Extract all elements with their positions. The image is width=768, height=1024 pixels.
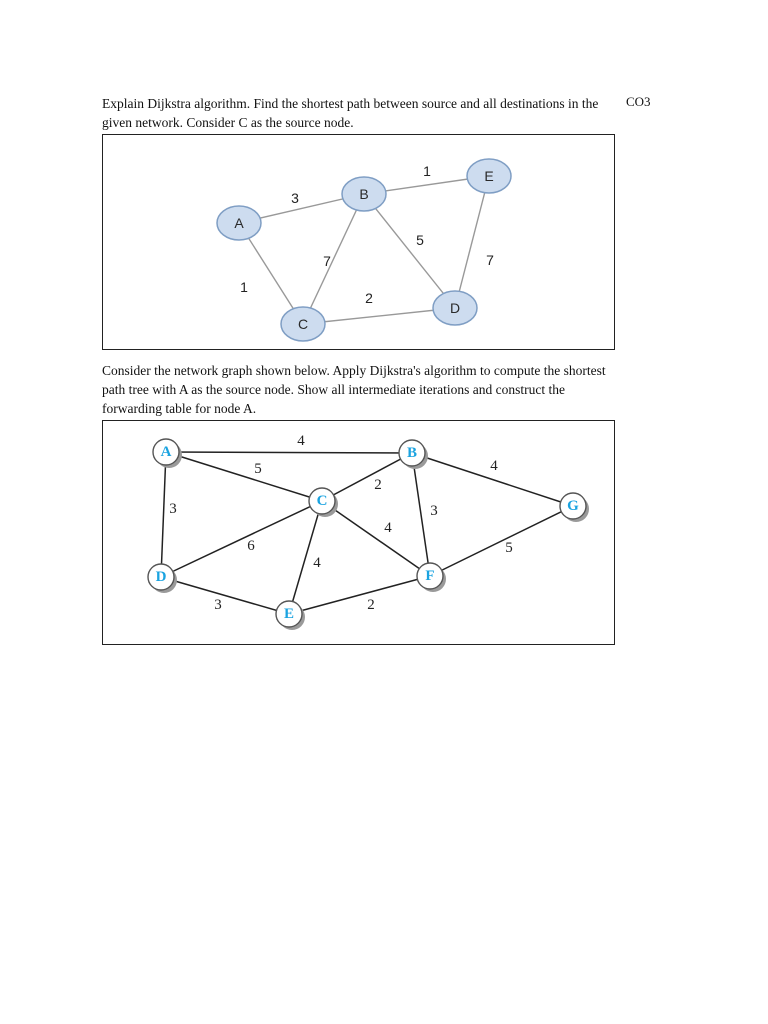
node-d: D [432, 290, 478, 326]
node-d: D [147, 563, 177, 593]
node-e: E [466, 158, 512, 194]
network-graph-1: 3 1 7 1 5 2 7 A B C D E [102, 134, 615, 350]
edge-c-d [160, 500, 323, 578]
edge-weight-b-c: 7 [323, 253, 331, 269]
edge-b-c [321, 452, 413, 502]
network-graph-2-svg: 4 5 3 2 3 4 6 4 4 3 2 5 A B C D E F G [147, 433, 589, 630]
question-2-text: Consider the network graph shown below. … [102, 363, 606, 416]
edge-e-d [454, 175, 490, 309]
edge-a-c [165, 451, 323, 502]
edge-weight-b-e: 1 [423, 163, 431, 179]
edge-b-c [302, 193, 365, 325]
node-g: G [559, 492, 589, 522]
edge-weight-c-d: 6 [247, 538, 255, 554]
edge-d-e [160, 576, 290, 615]
question-1-text: Explain Dijkstra algorithm. Find the sho… [102, 96, 599, 130]
edge-weight-b-g: 4 [490, 458, 498, 474]
node-a: A [152, 438, 182, 468]
edge-a-c [238, 222, 304, 325]
edge-weight-c-d: 2 [365, 290, 373, 306]
edge-weight-e-d: 7 [486, 252, 494, 268]
node-label-b: B [359, 186, 368, 202]
node-b: B [398, 439, 428, 469]
node-label-d: D [156, 569, 167, 585]
edge-weight-b-d: 5 [416, 232, 424, 248]
edge-c-e [288, 500, 323, 615]
node-b: B [341, 176, 387, 212]
node-c: C [308, 487, 338, 517]
edge-weight-b-f: 3 [430, 503, 438, 519]
edge-b-g [411, 452, 574, 507]
edge-a-b [165, 451, 413, 454]
node-label-a: A [234, 215, 244, 231]
edge-weight-f-g: 5 [505, 540, 513, 556]
edge-c-f [321, 500, 431, 577]
edge-weight-c-f: 4 [384, 520, 392, 536]
node-label-b: B [407, 445, 417, 461]
edge-weight-e-f: 2 [367, 597, 375, 613]
node-c: C [280, 306, 326, 342]
node-label-g: G [567, 498, 579, 514]
edge-weight-a-c: 5 [254, 461, 262, 477]
node-label-c: C [298, 316, 308, 332]
edge-weight-a-d: 3 [169, 501, 177, 517]
edge-a-d [160, 451, 167, 578]
node-label-e: E [284, 606, 294, 622]
edge-b-f [411, 452, 431, 577]
node-label-c: C [317, 493, 328, 509]
edge-weight-a-c: 1 [240, 279, 248, 295]
node-label-e: E [484, 168, 493, 184]
course-outcome-label: CO3 [626, 94, 651, 109]
node-f: F [416, 562, 446, 592]
edge-c-d [302, 307, 456, 325]
network-graph-2: 4 5 3 2 3 4 6 4 4 3 2 5 A B C D E F G [102, 420, 615, 645]
edge-f-g [429, 505, 574, 577]
node-e: E [275, 600, 305, 630]
node-a: A [216, 205, 262, 241]
node-label-d: D [450, 300, 460, 316]
network-graph-1-svg: 3 1 7 1 5 2 7 A B C D E [216, 158, 512, 342]
edge-weight-b-c: 2 [374, 477, 382, 493]
edge-weight-d-e: 3 [214, 597, 222, 613]
edge-weight-c-e: 4 [313, 555, 321, 571]
edge-weight-a-b: 3 [291, 190, 299, 206]
node-label-a: A [161, 444, 172, 460]
node-label-f: F [425, 568, 434, 584]
edge-b-d [363, 193, 456, 309]
edge-weight-a-b: 4 [297, 433, 305, 449]
edge-e-f [288, 575, 431, 615]
